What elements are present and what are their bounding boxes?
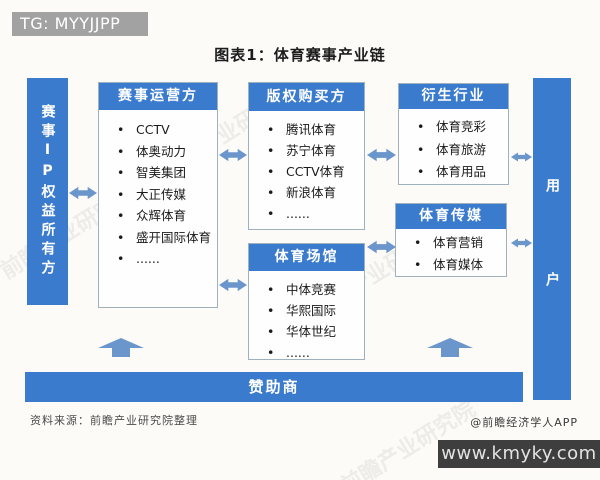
copyright-buyers-box: 版权购买方 腾讯体育 苏宁体育 CCTV体育 新浪体育 ...... xyxy=(248,82,365,230)
double-arrow-icon xyxy=(219,277,247,297)
app-credit: @前瞻经济学人APP xyxy=(470,416,578,429)
list-item: CCTV体育 xyxy=(249,161,364,182)
users-bar: 用户 xyxy=(533,78,571,400)
event-operators-box: 赛事运营方 CCTV 体奥动力 智美集团 大正传媒 众辉体育 盛开国际体育 ..… xyxy=(98,82,218,308)
users-label: 用户 xyxy=(544,178,560,366)
list-item: 大正传媒 xyxy=(99,184,217,206)
double-arrow-icon xyxy=(219,147,247,167)
list-item: 体育竞彩 xyxy=(399,116,508,139)
list-item: 新浪体育 xyxy=(249,182,364,203)
sports-media-box: 体育传媒 体育营销 体育媒体 xyxy=(395,203,507,277)
tg-channel-badge: TG: MYYJJPP xyxy=(12,12,148,36)
list-item: 体育媒体 xyxy=(396,254,506,276)
sponsors-bar: 赞助商 xyxy=(25,372,523,402)
copyright-buyers-title: 版权购买方 xyxy=(249,83,364,111)
chart-title: 图表1：体育赛事产业链 xyxy=(214,46,386,64)
list-item: ...... xyxy=(249,203,364,224)
list-item: 华熙国际 xyxy=(249,300,364,321)
list-item: ...... xyxy=(99,248,217,270)
sports-venues-box: 体育场馆 中体竞赛 华熙国际 华体世纪 ...... xyxy=(248,243,365,360)
list-item: 中体竞赛 xyxy=(249,279,364,300)
list-item: 智美集团 xyxy=(99,162,217,184)
list-item: 体奥动力 xyxy=(99,141,217,163)
data-source-note: 资料来源：前瞻产业研究院整理 xyxy=(30,414,198,427)
ip-rights-owner-label: 赛事IP权益所有方 xyxy=(39,104,56,279)
list-item: 华体世纪 xyxy=(249,321,364,342)
event-operators-title: 赛事运营方 xyxy=(99,83,217,110)
list-item: 众辉体育 xyxy=(99,205,217,227)
list-item: ...... xyxy=(249,342,364,363)
double-arrow-icon xyxy=(69,185,97,205)
list-item: 体育营销 xyxy=(396,232,506,254)
sports-media-list: 体育营销 体育媒体 xyxy=(396,229,506,276)
list-item: CCTV xyxy=(99,119,217,141)
double-arrow-icon xyxy=(511,235,532,254)
sports-venues-list: 中体竞赛 华熙国际 华体世纪 ...... xyxy=(249,271,364,363)
list-item: 体育旅游 xyxy=(399,139,508,162)
ip-rights-owner-bar: 赛事IP权益所有方 xyxy=(27,78,68,305)
derivative-industries-box: 衍生行业 体育竞彩 体育旅游 体育用品 xyxy=(398,83,509,185)
copyright-buyers-list: 腾讯体育 苏宁体育 CCTV体育 新浪体育 ...... xyxy=(249,111,364,224)
list-item: 体育用品 xyxy=(399,161,508,184)
up-arrow-icon xyxy=(427,338,473,361)
double-arrow-icon xyxy=(367,147,396,167)
up-arrow-icon xyxy=(98,338,144,361)
derivative-industries-list: 体育竞彩 体育旅游 体育用品 xyxy=(399,109,508,184)
list-item: 腾讯体育 xyxy=(249,119,364,140)
double-arrow-icon xyxy=(511,149,532,168)
website-bar: www.kmyky.com xyxy=(438,440,600,468)
event-operators-list: CCTV 体奥动力 智美集团 大正传媒 众辉体育 盛开国际体育 ...... xyxy=(99,110,217,270)
derivative-industries-title: 衍生行业 xyxy=(399,84,508,109)
list-item: 苏宁体育 xyxy=(249,140,364,161)
double-arrow-icon xyxy=(367,239,396,259)
sports-media-title: 体育传媒 xyxy=(396,204,506,229)
list-item: 盛开国际体育 xyxy=(99,227,217,249)
sports-venues-title: 体育场馆 xyxy=(249,244,364,271)
